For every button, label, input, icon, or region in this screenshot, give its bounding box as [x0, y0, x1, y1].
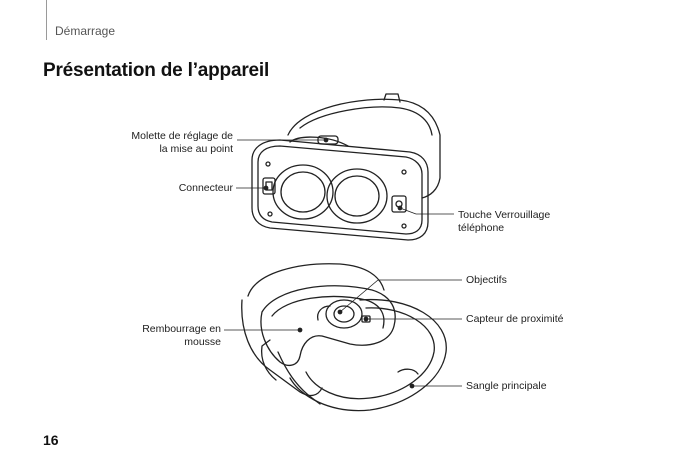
leader-dot-foam — [297, 327, 303, 333]
leader-dot-connector — [263, 185, 269, 191]
label-lenses: Objectifs — [466, 274, 507, 286]
label-foam: Rembourrage en mousse — [118, 323, 221, 349]
label-foam-line2: mousse — [184, 336, 221, 348]
label-connector: Connecteur — [178, 182, 233, 194]
leader-dot-proximity — [363, 316, 369, 322]
leader-lenses-b — [339, 279, 379, 313]
leader-dot-strap — [409, 383, 415, 389]
label-focus-wheel-line1: Molette de réglage de — [131, 130, 233, 142]
label-strap: Sangle principale — [466, 380, 547, 392]
header-rule — [46, 0, 47, 40]
headset-rear-illustration — [241, 263, 447, 412]
label-focus-wheel-line2: la mise au point — [159, 143, 233, 155]
section-header: Démarrage — [55, 24, 116, 38]
page-number: 16 — [43, 432, 59, 448]
leader-lock-key-a — [399, 207, 417, 215]
label-lock-key-line1: Touche Verrouillage — [458, 209, 551, 221]
label-foam-line1: Rembourrage en — [142, 323, 221, 335]
label-proximity-sensor: Capteur de proximité — [466, 313, 564, 325]
leader-dot-lock-key — [397, 205, 403, 211]
label-focus-wheel: Molette de réglage de la mise au point — [120, 130, 233, 156]
label-lock-key: Touche Verrouillage téléphone — [458, 209, 550, 235]
headset-front-illustration — [251, 93, 441, 241]
label-lock-key-line2: téléphone — [458, 222, 505, 234]
page-title: Présentation de l’appareil — [43, 60, 270, 81]
leader-dot-lenses — [337, 309, 343, 315]
leader-dot-focus-wheel — [323, 137, 329, 143]
